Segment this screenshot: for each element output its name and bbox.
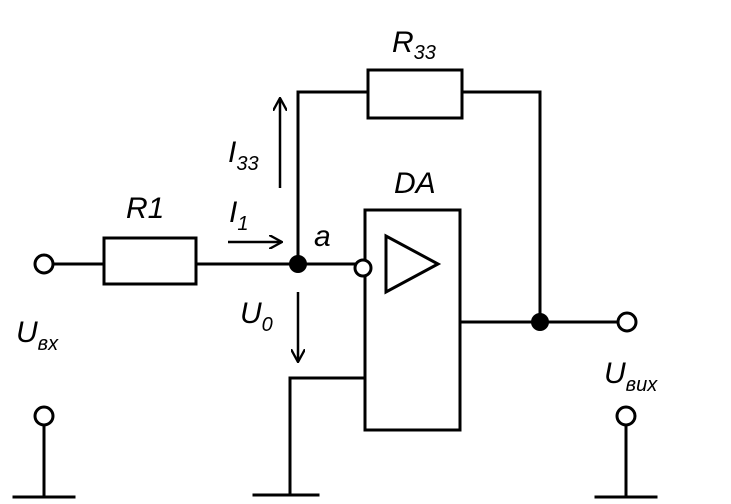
label-i1: I1	[229, 196, 248, 235]
label-u0: U0	[240, 297, 273, 336]
opamp-triangle-symbol	[384, 233, 442, 295]
node-a-junction-dot	[289, 255, 307, 273]
opamp-inverting-input-terminal	[353, 258, 373, 278]
label-r33: R33	[392, 26, 436, 64]
output-terminal	[616, 311, 638, 333]
opamp-body	[363, 208, 462, 432]
output-junction-dot	[531, 313, 549, 331]
input-terminal	[33, 253, 55, 275]
label-u-in: Uвх	[16, 316, 59, 355]
feedback-wires	[296, 90, 542, 324]
noninverting-ground-wire	[252, 376, 367, 497]
label-node-a: a	[314, 220, 331, 253]
resistor-r33	[366, 68, 464, 120]
resistor-r1	[102, 236, 198, 286]
label-u-out: Uвих	[604, 357, 658, 396]
label-i33: I33	[228, 136, 259, 175]
label-r1: R1	[126, 192, 164, 225]
input-ground-terminal	[12, 405, 76, 499]
output-ground-terminal	[594, 405, 658, 499]
label-da: DA	[394, 167, 436, 200]
